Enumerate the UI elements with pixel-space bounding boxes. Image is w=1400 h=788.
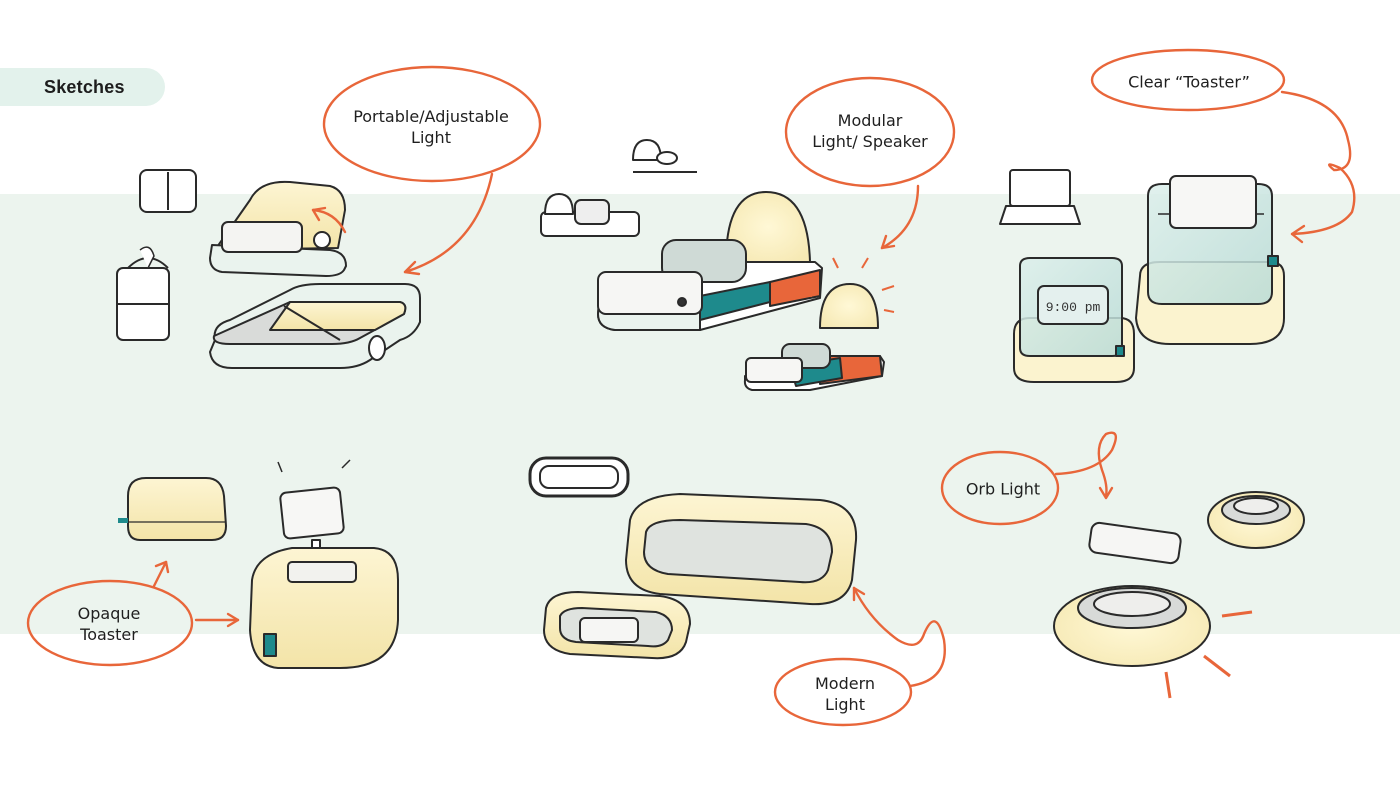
modern-light-arrow: [852, 586, 946, 688]
portable-arrow: [403, 172, 494, 274]
modular-speaker-sketch: [540, 139, 895, 391]
modular-label-line2: Light/ Speaker: [812, 132, 928, 151]
clear-toaster-text: Clear “Toaster”: [1128, 72, 1250, 92]
clear-toaster-label: Clear “Toaster”: [1128, 72, 1250, 93]
portable-light-label: Portable/Adjustable Light: [353, 106, 509, 148]
section-tag-label: Sketches: [44, 76, 125, 97]
modern-light-label: Modern Light: [815, 673, 875, 715]
modular-label-line1: Modular: [837, 111, 903, 130]
portable-bubble: [322, 65, 542, 183]
modern-light-bubble: [773, 657, 913, 727]
opaque-label-line2: Toaster: [80, 625, 138, 644]
portable-label-line1: Portable/Adjustable: [353, 107, 509, 126]
modern-label-line2: Light: [825, 695, 865, 714]
opaque-toaster-sketch: [118, 459, 399, 669]
orb-light-label: Orb Light: [966, 479, 1040, 500]
orb-light-bubble: [940, 450, 1060, 526]
opaque-label-line1: Opaque: [77, 604, 141, 623]
clear-toaster-bubble: [1090, 48, 1286, 112]
modern-label-line1: Modern: [814, 674, 876, 693]
clear-toaster-arrow: [1280, 90, 1356, 236]
opaque-toaster-label: Opaque Toaster: [78, 603, 141, 645]
portable-light-sketch: [116, 169, 421, 369]
modular-light-label: Modular Light/ Speaker: [812, 110, 927, 152]
clock-display: 9:00 pm: [1046, 300, 1101, 315]
modular-arrow: [880, 184, 920, 250]
portable-label-line2: Light: [411, 128, 451, 147]
modern-light-sketch: [528, 456, 858, 660]
orb-light-arrow: [1054, 431, 1118, 498]
clear-toaster-sketch: 9:00 pm: [999, 169, 1285, 383]
opaque-toaster-bubble: [26, 579, 194, 667]
orb-light-text: Orb Light: [965, 479, 1041, 499]
orb-light-sketch: [1053, 491, 1305, 699]
modular-bubble: [784, 76, 956, 188]
section-tag: Sketches: [0, 68, 165, 106]
